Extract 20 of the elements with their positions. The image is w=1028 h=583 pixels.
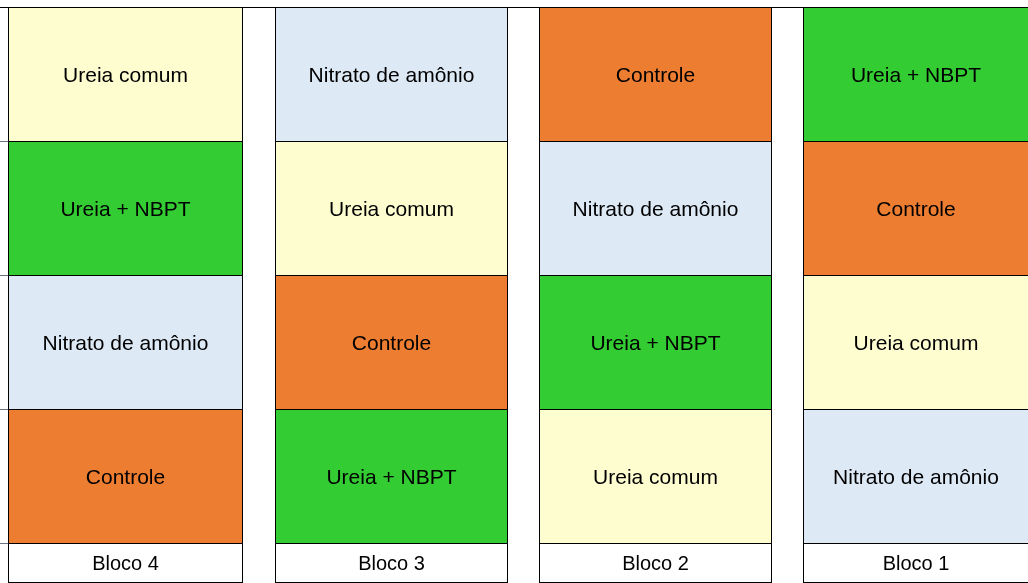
plot-cell: Nitrato de amônio bbox=[803, 409, 1028, 544]
block-label-cell: Bloco 4 bbox=[8, 543, 243, 583]
plot-cell: Controle bbox=[803, 141, 1028, 276]
plot-cell: Ureia comum bbox=[8, 7, 243, 142]
plot-cell: Nitrato de amônio bbox=[275, 7, 508, 142]
plot-cell: Ureia + NBPT bbox=[539, 275, 772, 410]
plot-cell: Ureia + NBPT bbox=[275, 409, 508, 544]
block-label-cell: Bloco 2 bbox=[539, 543, 772, 583]
plot-cell: Ureia comum bbox=[539, 409, 772, 544]
plot-cell: Controle bbox=[275, 275, 508, 410]
plot-cell: Nitrato de amônio bbox=[539, 141, 772, 276]
block-label-cell: Bloco 1 bbox=[803, 543, 1028, 583]
plot-cell: Nitrato de amônio bbox=[8, 275, 243, 410]
block-label-cell: Bloco 3 bbox=[275, 543, 508, 583]
plot-cell: Controle bbox=[539, 7, 772, 142]
plot-cell: Ureia + NBPT bbox=[803, 7, 1028, 142]
plot-cell: Controle bbox=[8, 409, 243, 544]
plot-cell: Ureia + NBPT bbox=[8, 141, 243, 276]
plot-cell: Ureia comum bbox=[803, 275, 1028, 410]
plot-cell: Ureia comum bbox=[275, 141, 508, 276]
